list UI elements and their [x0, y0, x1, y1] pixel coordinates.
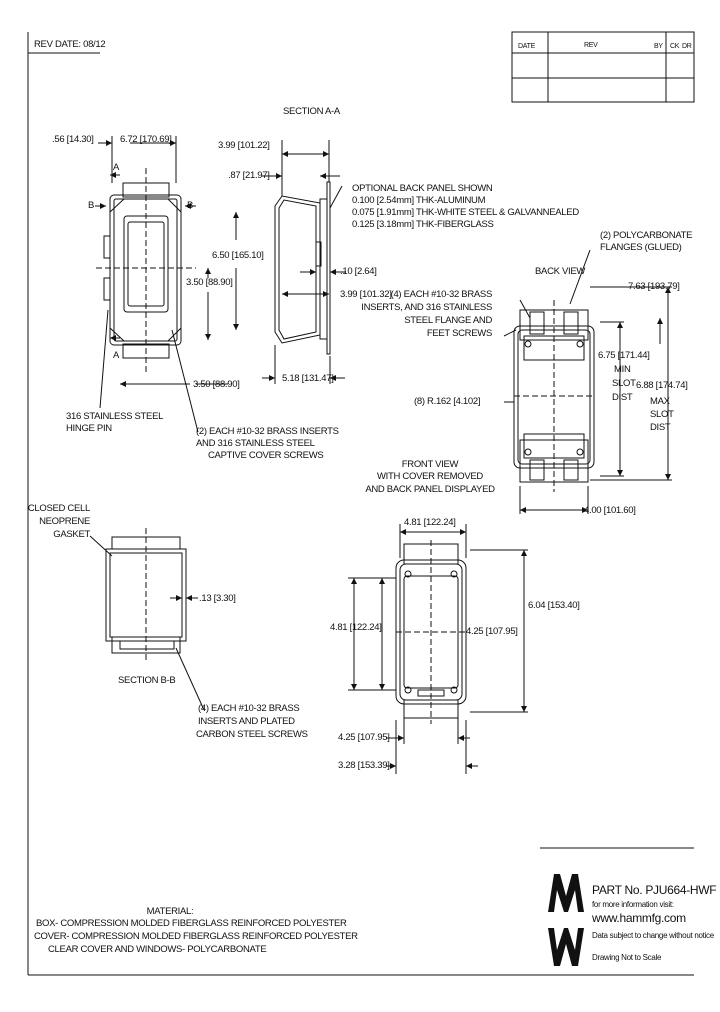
dim-left-height: 4.81 [122.24] [330, 622, 382, 633]
revtable-by-label: BY [654, 43, 663, 50]
material-line-3: CLEAR COVER AND WINDOWS- POLYCARBONATE [48, 944, 267, 955]
bb-inserts-note-3: CARBON STEEL SCREWS [196, 729, 308, 740]
cover-inserts-note-3: CAPTIVE COVER SCREWS [208, 450, 324, 461]
flange-inserts-note-1: (4) EACH #10-32 BRASS [390, 289, 493, 300]
front-view-caption-1: FRONT VIEW [401, 459, 459, 470]
dim-flange-offset: .87 [21.97] [228, 170, 270, 181]
back-panel-note-3: 0.075 [1.91mm] THK-WHITE STEEL & GALVANN… [352, 207, 579, 218]
cover-inserts-note-2: AND 316 STAINLESS STEEL [196, 438, 315, 449]
dim-panel-offset: .10 [2.64] [340, 266, 377, 277]
dim-overall-depth: 3.99 [101.22] [218, 140, 270, 151]
back-panel-note-1: OPTIONAL BACK PANEL SHOWN [352, 183, 493, 194]
dim-bottom-foot-width: 4.25 [107.95] [338, 732, 390, 743]
dim-latch-height: 3.50 [88.90] [186, 277, 233, 288]
back-view-title: BACK VIEW [535, 266, 586, 277]
flange-inserts-note-4: FEET SCREWS [426, 328, 492, 339]
min-slot-label-3: DIST [612, 392, 633, 403]
section-b-marker-right: B [187, 200, 194, 211]
max-slot-label-3: DIST [650, 422, 671, 433]
section-a-marker-bottom: A [113, 350, 120, 361]
dim-base-depth: 5.18 [131.47] [282, 373, 334, 384]
rev-date: REV DATE: 08/12 [34, 39, 106, 50]
flange-inserts-note-2: INSERTS, AND 316 STAINLESS [361, 302, 492, 313]
front-view [96, 168, 196, 372]
min-slot-dim: 6.75 [171.44] [598, 350, 650, 361]
max-slot-label-1: MAX [650, 396, 670, 407]
max-slot-label-2: SLOT [650, 409, 674, 420]
dim-left-overhang: .56 [14.30] [52, 134, 94, 145]
revtable-dr-label: DR [682, 43, 692, 50]
dim-bottom-overall-width: 3.28 [153.39] [338, 760, 390, 771]
dim-wall-thickness: .13 [3.30] [199, 593, 236, 604]
section-a-marker-top: A [113, 162, 120, 173]
revtable-date-label: DATE [518, 43, 535, 50]
bb-inserts-note-2: INSERTS AND PLATED [198, 716, 295, 727]
part-notice: Data subject to change without notice [592, 931, 714, 940]
section-aa-view [274, 181, 331, 355]
material-line-1: BOX- COMPRESSION MOLDED FIBERGLASS REINF… [36, 918, 347, 929]
max-slot-dim: 6.88 [174.74] [636, 380, 688, 391]
dim-hinge-height: 6.50 [165.10] [212, 250, 264, 261]
bb-inserts-note-1: (4) EACH #10-32 BRASS [198, 703, 300, 714]
cover-inserts-note-1: (2) EACH #10-32 BRASS INSERTS [196, 426, 339, 437]
section-b-marker-left: B [88, 200, 95, 211]
part-scale-note: Drawing Not to Scale [592, 953, 662, 962]
back-view [513, 300, 595, 492]
dim-overall-width: 6.72 [170.69] [120, 134, 172, 145]
flanges-note-1: (2) POLYCARBONATE [600, 230, 693, 241]
bottom-view [395, 540, 467, 724]
min-slot-label-1: MIN [614, 364, 631, 375]
back-panel-note-2: 0.100 [2.54mm] THK-ALUMINUM [352, 195, 486, 206]
dim-inner-depth: 3.99 [101.32] [340, 289, 392, 300]
section-aa-title: SECTION A-A [283, 106, 340, 117]
front-view-caption-3: AND BACK PANEL DISPLAYED [365, 484, 495, 495]
front-view-caption-2: WITH COVER REMOVED [377, 471, 483, 482]
dim-inner-height: 4.25 [107.95] [466, 626, 518, 637]
hinge-note-2: HINGE PIN [66, 423, 112, 434]
part-number: PART No. PJU664-HWF [592, 883, 717, 897]
revtable-rev-label: REV [584, 42, 598, 49]
revision-table [511, 31, 695, 103]
corner-radius-note: (8) R.162 [4.102] [414, 396, 481, 407]
gasket-note-1: CLOSED CELL [27, 503, 90, 514]
back-panel-note-4: 0.125 [3.18mm] THK-FIBERGLASS [352, 219, 494, 230]
hammond-logo [548, 874, 584, 966]
flanges-note-2: FLANGES (GLUED) [600, 242, 682, 253]
material-heading: MATERIAL: [146, 906, 194, 917]
dim-bottom-width: 3.50 [88.90] [193, 379, 240, 390]
dim-back-width: 4.00 [101.60] [584, 505, 636, 516]
material-line-2: COVER- COMPRESSION MOLDED FIBERGLASS REI… [34, 931, 358, 942]
min-slot-label-2: SLOT [612, 378, 636, 389]
hinge-note-1: 316 STAINLESS STEEL [66, 411, 164, 422]
dim-back-overall-height: 7.63 [193.79] [628, 281, 680, 292]
part-url-link[interactable]: www.hammfg.com [592, 911, 686, 925]
revtable-ck-label: CK [670, 43, 680, 50]
gasket-note-3: GASKET [53, 529, 90, 540]
flange-inserts-note-3: STEEL FLANGE AND [404, 315, 492, 326]
gasket-note-2: NEOPRENE [39, 516, 90, 527]
section-bb-view [105, 528, 187, 660]
dim-top-width: 4.81 [122.24] [404, 517, 456, 528]
dim-bottom-overall-height: 6.04 [153.40] [528, 600, 580, 611]
part-info-text: for more information visit: [592, 900, 674, 909]
section-bb-title: SECTION B-B [118, 675, 176, 686]
